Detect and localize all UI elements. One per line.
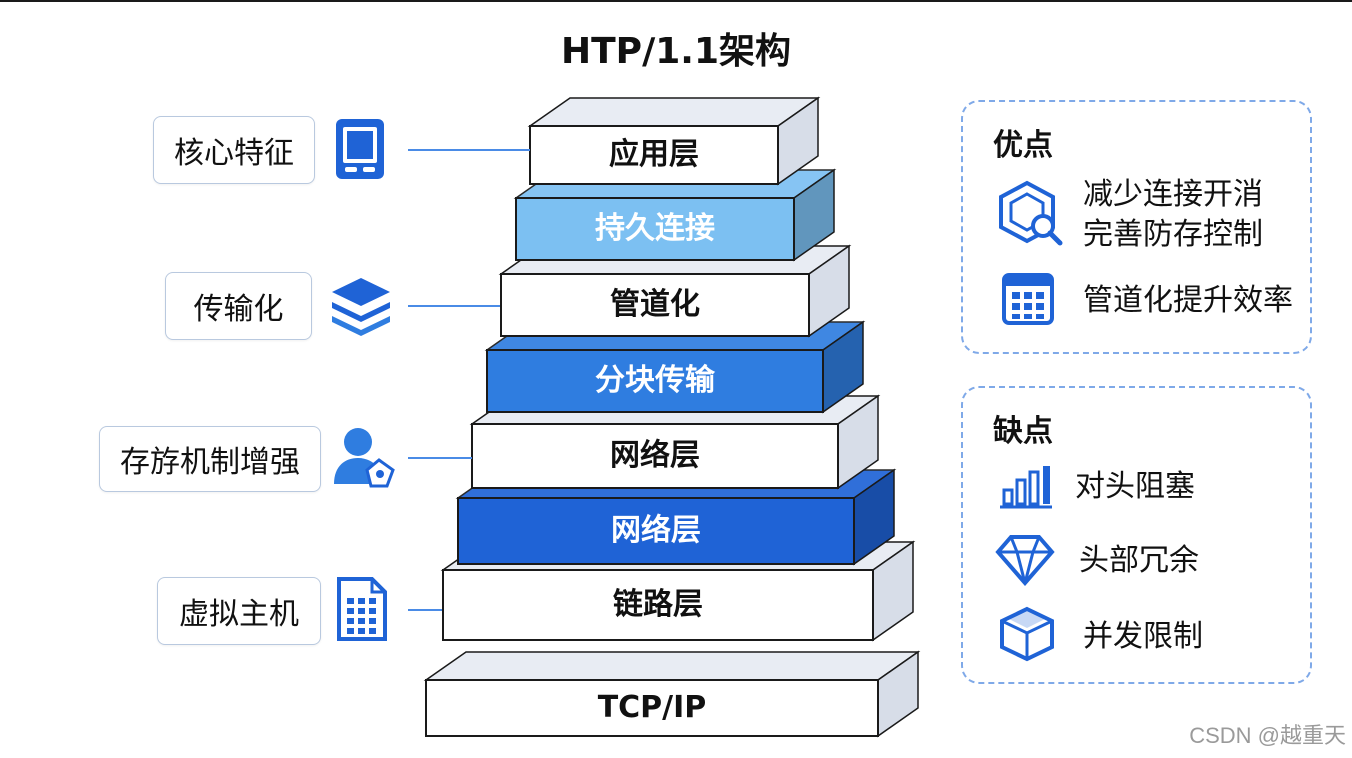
layer-2-face [515, 197, 795, 261]
feature-vhost: 虚拟主机 [157, 577, 321, 645]
pros-item-1-line-1: 减少连接开消 [1083, 177, 1263, 212]
cons-panel: 缺点 对头阻塞 头部冗余 并发限制 [961, 386, 1312, 684]
top-rule [0, 0, 1352, 2]
layer-8-label: TCP/IP [597, 690, 707, 725]
diagram-title: HTP/1.1架构 [561, 31, 791, 72]
feature-core: 核心特征 [153, 116, 315, 184]
layer-7-face [442, 569, 874, 641]
bar-chart-icon [999, 462, 1053, 514]
tablet-icon [333, 116, 387, 186]
layer-4-label: 分块传输 [595, 363, 715, 398]
pros-item-2: 管道化提升效率 [1083, 283, 1293, 318]
layer-4-face [486, 349, 824, 413]
layer-8 [423, 650, 921, 738]
layer-5-label: 网络层 [610, 438, 700, 473]
connector-core [408, 149, 530, 151]
layer-1 [527, 96, 821, 186]
layers-icon [330, 274, 392, 340]
connector-transport [408, 305, 500, 307]
document-grid-icon [336, 576, 388, 646]
layer-7-label: 链路层 [613, 587, 703, 622]
layer-3-label: 管道化 [610, 287, 700, 322]
pros-title: 优点 [993, 128, 1053, 163]
layer-8-face [425, 679, 879, 737]
calendar-icon [1001, 272, 1055, 330]
connector-storage [408, 457, 472, 459]
box-icon [999, 606, 1055, 666]
gem-icon [995, 534, 1055, 590]
layer-1-top [527, 97, 821, 127]
layer-6-label: 网络层 [611, 513, 701, 548]
layer-8-top [423, 651, 921, 681]
feature-vhost-label: 虚拟主机 [179, 597, 299, 632]
feature-core-label: 核心特征 [174, 136, 294, 171]
cons-item-2: 头部冗余 [1079, 543, 1199, 578]
pros-item-1-line-2: 完善防存控制 [1083, 217, 1263, 252]
hexagon-search-icon [995, 180, 1065, 252]
layer-3-face [500, 273, 810, 337]
user-badge-icon [331, 424, 397, 494]
watermark: CSDN @越重天 [1189, 723, 1346, 748]
layer-1-label: 应用层 [609, 137, 699, 172]
feature-transport-label: 传输化 [193, 292, 284, 327]
layer-2-label: 持久连接 [595, 211, 715, 246]
layer-5-face [471, 423, 839, 489]
feature-storage: 存斿机制增强 [99, 426, 321, 492]
layer-6-face [457, 497, 855, 565]
cons-item-1: 对头阻塞 [1075, 469, 1195, 504]
cons-title: 缺点 [993, 414, 1053, 449]
connector-vhost [408, 609, 442, 611]
feature-transport: 传输化 [165, 272, 312, 340]
cons-item-3: 并发限制 [1083, 619, 1203, 654]
layer-1-face [529, 125, 779, 185]
feature-storage-label: 存斿机制增强 [120, 445, 300, 480]
pros-panel: 优点 减少连接开消 完善防存控制 管道化提升效率 [961, 100, 1312, 354]
